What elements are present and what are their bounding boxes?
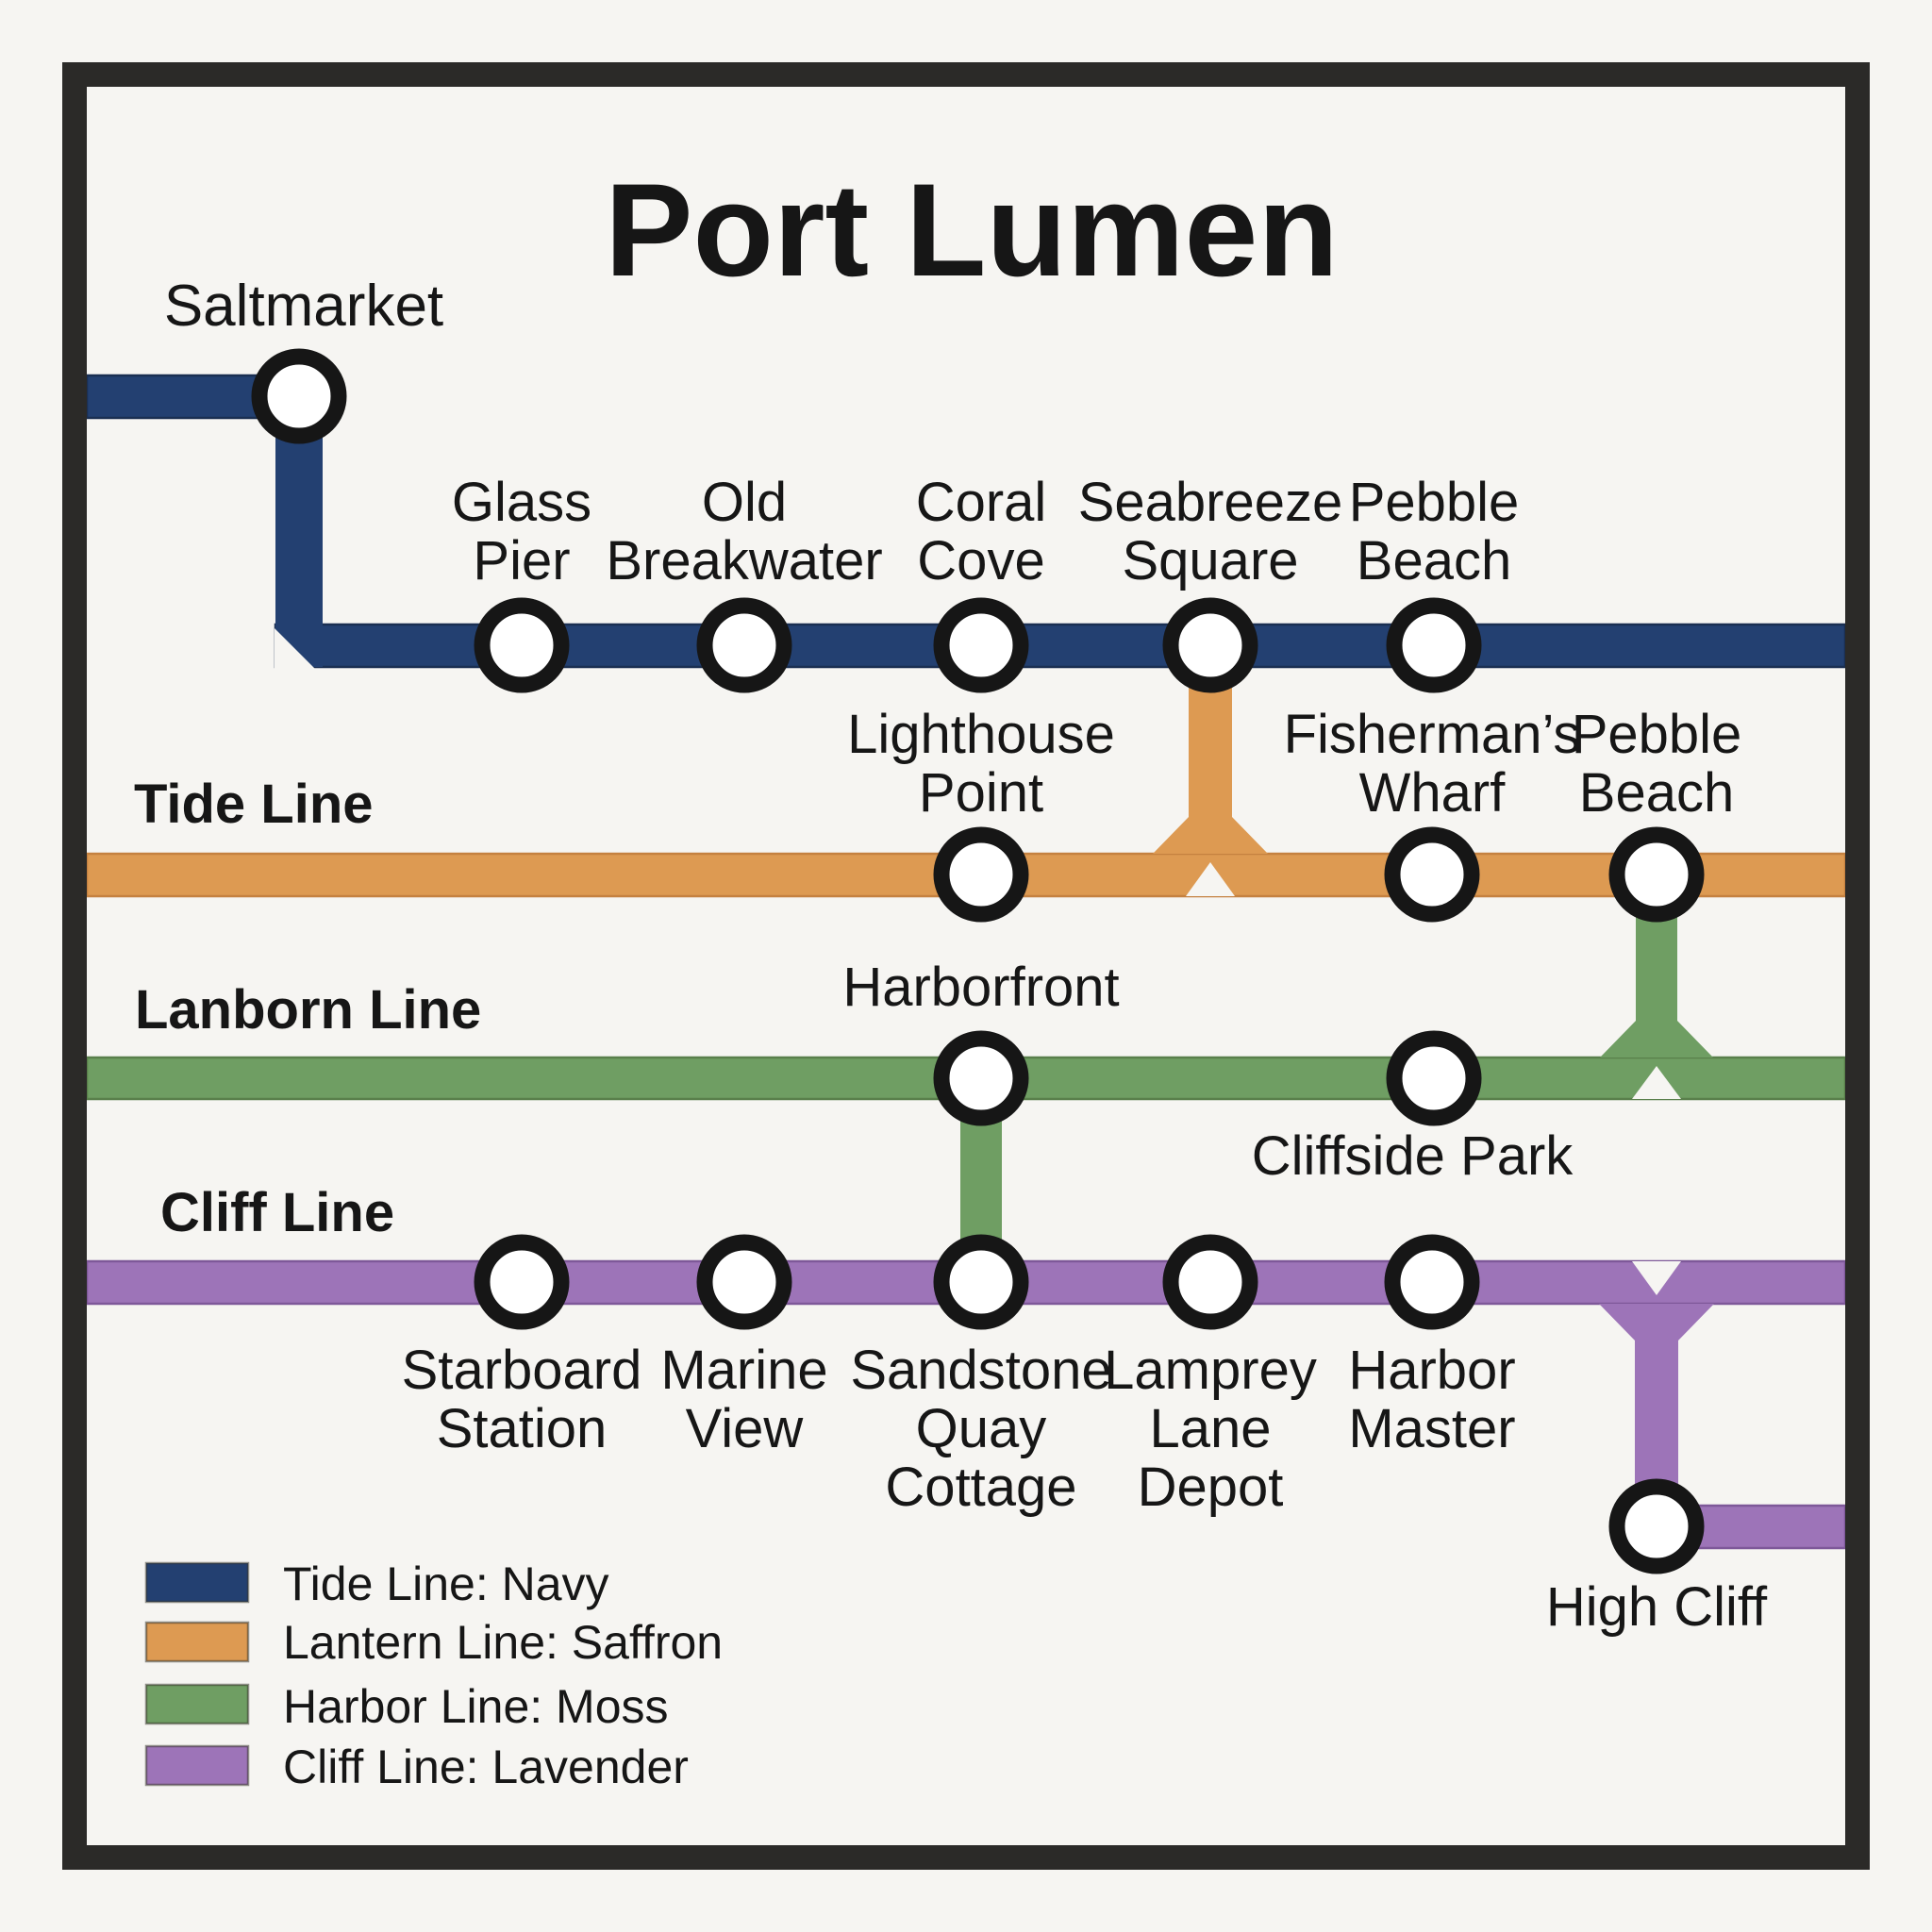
saffron-junction-notch — [1186, 862, 1235, 896]
legend: Tide Line: Navy Lantern Line: Saffron Ha… — [144, 1557, 723, 1793]
station-label-harbor-master: Harbor — [1348, 1340, 1515, 1401]
lavender-junction-notch — [1632, 1261, 1681, 1295]
moss-branch-pebble-beach — [1600, 874, 1713, 1058]
station-label-harborfront: Harborfront — [842, 957, 1119, 1018]
station-label-lamprey-lane-depot: Depot — [1138, 1457, 1284, 1518]
navy-elbow-bevel — [275, 628, 315, 669]
station-marker-pebble-beach-saffron — [1608, 826, 1705, 923]
station-label-pebble-beach-navy: Pebble — [1349, 472, 1520, 533]
station-label-coral-cove: Coral — [916, 472, 1047, 533]
legend-swatch-moss — [144, 1683, 250, 1725]
map-title: Port Lumen — [605, 156, 1339, 304]
station-marker-saltmarket — [251, 348, 347, 444]
station-label-seabreeze-square: Square — [1122, 530, 1298, 591]
station-label-lighthouse-point: Point — [919, 762, 1043, 824]
legend-label-navy: Tide Line: Navy — [283, 1557, 609, 1610]
station-label-pebble-beach-saffron: Pebble — [1572, 704, 1742, 765]
moss-station-labels: Harborfront Cliffside Park — [842, 957, 1574, 1187]
station-marker-glass-pier — [474, 597, 570, 693]
station-marker-starboard-station — [474, 1234, 570, 1330]
tide-line-label: Tide Line — [134, 774, 374, 835]
station-marker-cliffside-park — [1386, 1030, 1482, 1126]
station-label-high-cliff: High Cliff — [1546, 1576, 1768, 1638]
station-marker-high-cliff — [1608, 1478, 1705, 1574]
line-name-labels: Tide Line Lanborn Line Cliff Line — [134, 774, 481, 1243]
station-label-fishermans-wharf: Wharf — [1359, 762, 1507, 824]
station-label-cliffside-park: Cliffside Park — [1252, 1125, 1574, 1187]
station-marker-seabreeze-square — [1162, 597, 1258, 693]
station-marker-old-breakwater — [696, 597, 792, 693]
station-label-pebble-beach-saffron: Beach — [1579, 762, 1734, 824]
station-label-sandstone-quay-cottage: Cottage — [885, 1457, 1076, 1518]
station-label-marine-view: View — [686, 1398, 805, 1459]
station-label-harbor-master: Master — [1348, 1398, 1515, 1459]
station-marker-lighthouse-point — [933, 826, 1029, 923]
station-marker-lamprey-lane-depot — [1162, 1234, 1258, 1330]
map-frame — [62, 62, 1870, 1870]
legend-label-lavender: Cliff Line: Lavender — [283, 1740, 689, 1793]
station-marker-pebble-beach-navy — [1386, 597, 1482, 693]
station-label-fishermans-wharf: Fisherman’s — [1284, 704, 1581, 765]
saffron-station-labels: Lighthouse Point Fisherman’s Wharf Pebbl… — [847, 704, 1741, 824]
legend-swatch-navy — [144, 1561, 250, 1604]
station-label-sandstone-quay-cottage: Quay — [916, 1398, 1047, 1459]
lavender-station-labels: Starboard Station Marine View Sandstone … — [402, 1340, 1768, 1638]
station-marker-sandstone-quay-cottage — [933, 1234, 1029, 1330]
station-marker-harbor-master — [1384, 1234, 1480, 1330]
station-label-old-breakwater: Old — [702, 472, 787, 533]
station-marker-fishermans-wharf — [1384, 826, 1480, 923]
legend-label-saffron: Lantern Line: Saffron — [283, 1616, 723, 1669]
station-label-lamprey-lane-depot: Lane — [1149, 1398, 1271, 1459]
station-label-lighthouse-point: Lighthouse — [847, 704, 1115, 765]
station-markers — [251, 348, 1705, 1574]
cliff-line-label: Cliff Line — [160, 1182, 394, 1243]
station-label-glass-pier: Pier — [473, 530, 570, 591]
legend-swatch-lavender — [144, 1744, 250, 1787]
station-label-lamprey-lane-depot: Lamprey — [1104, 1340, 1317, 1401]
station-label-starboard-station: Station — [437, 1398, 608, 1459]
moss-junction-notch — [1632, 1066, 1681, 1099]
station-marker-marine-view — [696, 1234, 792, 1330]
station-label-pebble-beach-navy: Beach — [1357, 530, 1511, 591]
station-label-starboard-station: Starboard — [402, 1340, 642, 1401]
station-label-marine-view: Marine — [660, 1340, 827, 1401]
lanborn-line-label: Lanborn Line — [135, 979, 481, 1041]
saffron-branch-seabreeze — [1153, 645, 1268, 854]
station-label-saltmarket: Saltmarket — [164, 274, 443, 339]
station-marker-harborfront — [933, 1030, 1029, 1126]
legend-label-moss: Harbor Line: Moss — [283, 1680, 669, 1733]
legend-swatch-saffron — [144, 1621, 250, 1663]
station-label-coral-cove: Cove — [917, 530, 1044, 591]
lavender-branch-high-cliff — [1599, 1304, 1714, 1526]
station-marker-coral-cove — [933, 597, 1029, 693]
station-label-old-breakwater: Breakwater — [606, 530, 882, 591]
navy-station-labels: Glass Pier Old Breakwater Coral Cove Sea… — [452, 472, 1519, 591]
station-label-sandstone-quay-cottage: Sandstone — [850, 1340, 1111, 1401]
station-label-glass-pier: Glass — [452, 472, 591, 533]
station-label-seabreeze-square: Seabreeze — [1078, 472, 1343, 533]
